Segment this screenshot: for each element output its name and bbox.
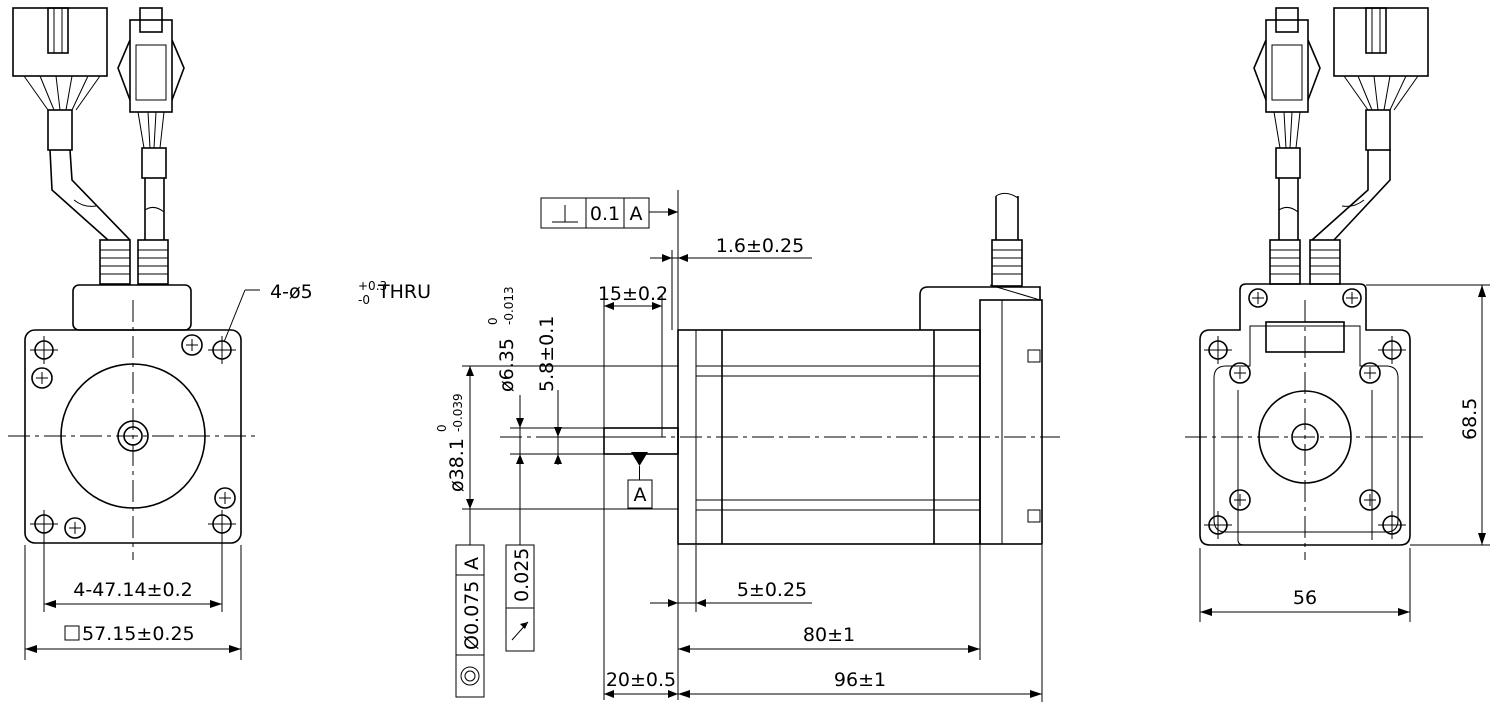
hole-callout-text: 4-ø5 bbox=[270, 281, 313, 303]
shaft-diameter-dimension: ø6.35 0 -0.013 bbox=[486, 286, 604, 545]
perpendicularity-tol: 0.1 bbox=[590, 203, 620, 225]
flat-length-dimension: 15±0.2 bbox=[598, 283, 668, 700]
shaft-length-text: 20±0.5 bbox=[606, 669, 676, 691]
runout-frame: 0.025 bbox=[505, 544, 535, 652]
overall-length-dimension: 96±1 bbox=[678, 545, 1043, 702]
rear-width-dimension: 56 bbox=[1199, 548, 1411, 622]
concentricity-frame: Ø0.075 A bbox=[455, 509, 485, 698]
flat-length-text: 15±0.2 bbox=[598, 283, 668, 305]
rear-height-dimension: 68.5 bbox=[1366, 284, 1490, 546]
pilot-dia-upper: 0 bbox=[435, 424, 449, 432]
svg-text:4-ø5: 4-ø5 bbox=[270, 281, 313, 303]
body-length-text: 80±1 bbox=[803, 624, 855, 646]
shaft-dia-upper: 0 bbox=[486, 317, 500, 325]
concentricity-datum: A bbox=[461, 557, 483, 570]
perp-datum: A bbox=[630, 203, 643, 225]
flange-size-text: 57.15±0.25 bbox=[82, 623, 195, 645]
mounting-holes bbox=[30, 336, 236, 538]
shaft-dia-text: ø6.35 bbox=[496, 338, 518, 392]
bolt-spacing-dimension: 4-47.14±0.2 bbox=[43, 530, 223, 612]
rear-view: 68.5 56 bbox=[1185, 7, 1490, 622]
runout-tol: 0.025 bbox=[511, 548, 533, 602]
body-length-dimension: 80±1 bbox=[678, 545, 981, 660]
bolt-spacing-text: 4-47.14±0.2 bbox=[73, 579, 192, 601]
overall-length-text: 96±1 bbox=[834, 669, 886, 691]
shaft-length-dimension: 20±0.5 bbox=[604, 669, 678, 698]
datum-a-marker: A bbox=[627, 452, 653, 509]
pilot-dia-text: ø38.1 bbox=[446, 438, 468, 492]
rear-connector-right bbox=[1311, 7, 1429, 241]
rear-connector-left bbox=[1253, 7, 1321, 240]
flange-thickness-text: 1.6±0.25 bbox=[716, 235, 804, 257]
hole-callout: 4-ø5 +0.3 -0 THRU bbox=[223, 279, 431, 343]
flat-depth-dimension: 5.8±0.1 bbox=[536, 316, 604, 465]
screws bbox=[31, 334, 236, 539]
side-shaft bbox=[603, 427, 679, 455]
flange-thickness-dimension: 1.6±0.25 bbox=[650, 235, 812, 262]
front-connector-right bbox=[117, 7, 185, 240]
front-connector-left bbox=[12, 7, 131, 241]
hole-tol-upper: +0.3 bbox=[358, 279, 387, 293]
front-cable-glands bbox=[99, 239, 169, 285]
datum-a-label: A bbox=[634, 484, 647, 506]
concentricity-tol: Ø0.075 bbox=[461, 581, 483, 650]
side-view: 0.1 A 1.6±0.25 15±0.2 bbox=[435, 190, 1060, 702]
pilot-depth-dimension: 5±0.25 bbox=[650, 545, 812, 612]
rear-height-text: 68.5 bbox=[1459, 398, 1481, 440]
rear-width-text: 56 bbox=[1293, 587, 1317, 609]
rear-housing bbox=[1199, 283, 1411, 546]
perpendicularity-frame: 0.1 A bbox=[540, 197, 678, 229]
front-view: 4-ø5 +0.3 -0 THRU 4-47.14±0.2 57.15±0.25 bbox=[8, 7, 431, 660]
pilot-depth-text: 5±0.25 bbox=[737, 579, 807, 601]
pilot-dia-lower: -0.039 bbox=[451, 393, 465, 432]
flat-depth-text: 5.8±0.1 bbox=[536, 316, 558, 392]
shaft-dia-lower: -0.013 bbox=[502, 286, 516, 325]
hole-suffix: THRU bbox=[377, 281, 431, 303]
side-motor-body bbox=[677, 192, 1043, 545]
pilot-diameter-dimension: ø38.1 0 -0.039 bbox=[435, 365, 678, 545]
rear-cable-glands bbox=[1269, 239, 1341, 285]
hole-tol-lower: -0 bbox=[358, 293, 370, 307]
flange-size-dimension: 57.15±0.25 bbox=[24, 545, 242, 660]
